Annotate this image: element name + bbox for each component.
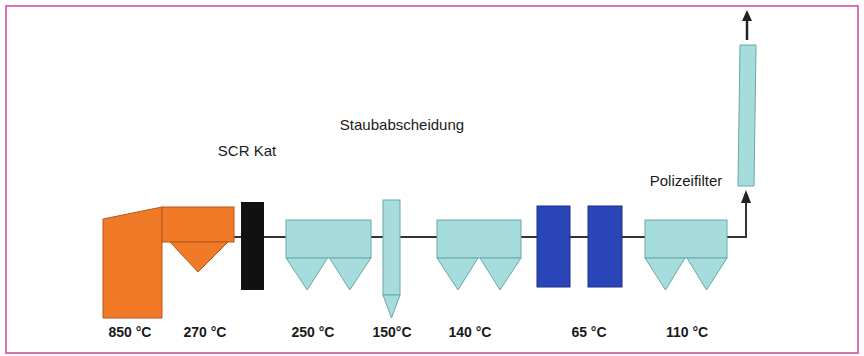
exhaust-arrow [746, 20, 749, 40]
boiler-pass: 270 °C [162, 207, 234, 272]
unit-heading: SCR Kat [218, 142, 276, 160]
temperature-label: 150°C [372, 324, 411, 341]
frame [6, 6, 858, 353]
unit-shape [437, 220, 521, 290]
furnace: 850 °C [103, 207, 162, 318]
stack [738, 45, 756, 186]
temperature-label: 65 °C [571, 324, 606, 341]
police-filter: Polizeifilter110 °C [645, 220, 727, 290]
duct-connector [371, 236, 383, 238]
temperature-label: 250 °C [292, 324, 335, 341]
arrow-head [742, 10, 752, 21]
unit-heading: Polizeifilter [650, 172, 723, 190]
temperature-label: 140 °C [449, 324, 492, 341]
unit-shape [645, 220, 727, 290]
dust-filter: 250 °C [286, 220, 371, 290]
unit-shape [162, 207, 234, 272]
dust-filter: 140 °C [437, 220, 521, 290]
scr-catalyst: SCR Kat [241, 202, 264, 290]
arrow-head [741, 190, 751, 203]
unit-shape [286, 220, 371, 290]
temperature-label: 850 °C [109, 324, 152, 341]
unit-shape [383, 200, 400, 318]
reactor-column: 150°C [383, 200, 400, 318]
scrubber [537, 206, 570, 287]
scrubber [588, 206, 622, 287]
unit-shape [241, 202, 264, 290]
duct-connector [264, 236, 286, 238]
temperature-label: 270 °C [184, 324, 227, 341]
duct-connector [234, 236, 241, 238]
unit-heading: Staubabscheidung [340, 116, 464, 134]
temperature-label: 110 °C [666, 324, 708, 341]
duct-connector [400, 236, 437, 238]
unit-shape [103, 207, 162, 318]
